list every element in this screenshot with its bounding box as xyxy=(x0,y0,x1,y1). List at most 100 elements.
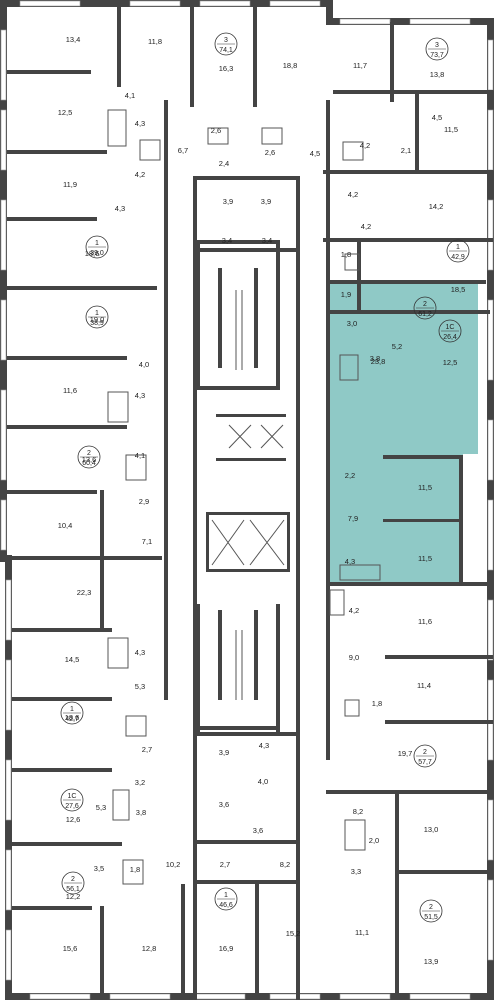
apartment-labels: 374,1373,7139,0142,9138,91С26,4261,2260,… xyxy=(60,32,470,923)
room-area-label: 13,9 xyxy=(424,957,439,966)
apartment-area: 39,0 xyxy=(90,250,104,257)
apartment-rooms: 1 xyxy=(224,892,228,899)
room-area-label: 3,6 xyxy=(253,826,263,835)
apartment-area: 26,4 xyxy=(443,334,457,341)
room-area-label: 11,6 xyxy=(418,617,432,626)
room-area-label: 15,6 xyxy=(63,944,78,953)
apartment-badge[interactable]: 142,7 xyxy=(60,701,84,725)
apartment-badge[interactable]: 251,5 xyxy=(419,899,443,923)
apartment-circle xyxy=(60,701,84,725)
apartment-circle xyxy=(413,744,437,768)
room-area-label: 5,3 xyxy=(135,682,145,691)
apartment-rooms: 2 xyxy=(71,876,75,883)
room-area-label: 3,6 xyxy=(219,800,229,809)
room-area-label: 13,8 xyxy=(430,70,445,79)
room-area-label: 16,3 xyxy=(219,64,234,73)
apartment-badge[interactable]: 256,1 xyxy=(61,871,85,895)
room-area-label: 11,7 xyxy=(353,61,367,70)
apartment-circle xyxy=(438,319,462,343)
apartment-rooms: 2 xyxy=(429,904,433,911)
room-area-label: 13,4 xyxy=(66,35,81,44)
apartment-circle xyxy=(214,887,238,911)
room-area-label: 12,5 xyxy=(443,358,458,367)
room-area-label: 1,8 xyxy=(130,865,140,874)
apartment-circle xyxy=(60,788,84,812)
room-area-label: 4,3 xyxy=(115,204,125,213)
apartment-area: 51,5 xyxy=(424,914,438,921)
room-area-label: 9,0 xyxy=(349,653,359,662)
room-area-label: 3,2 xyxy=(135,778,145,787)
room-area-label: 18,8 xyxy=(283,61,298,70)
apartment-circle xyxy=(425,37,449,61)
apartment-rooms: 2 xyxy=(423,749,427,756)
room-area-label: 4,3 xyxy=(135,119,145,128)
apartment-area: 74,1 xyxy=(219,47,233,54)
room-area-label: 12,6 xyxy=(66,815,81,824)
room-area-label: 11,9 xyxy=(63,180,77,189)
room-area-label: 7,9 xyxy=(348,514,358,523)
room-area-label: 18,6 xyxy=(65,713,80,722)
apartment-area: 60,4 xyxy=(82,460,96,467)
room-area-label: 3,8 xyxy=(136,808,146,817)
apartment-rooms: 3 xyxy=(435,42,439,49)
room-area-label: 10,2 xyxy=(166,860,181,869)
apartment-rooms: 3 xyxy=(224,37,228,44)
apartment-area: 42,7 xyxy=(65,716,79,723)
room-area-label: 4,5 xyxy=(432,113,442,122)
room-area-label: 10,4 xyxy=(58,521,73,530)
room-area-label: 4,2 xyxy=(135,170,145,179)
room-area-label: 4,3 xyxy=(135,648,145,657)
room-area-label: 3,3 xyxy=(351,867,361,876)
apartment-circle xyxy=(413,296,437,320)
room-area-label: 7,1 xyxy=(142,537,152,546)
room-area-label: 13,0 xyxy=(424,825,439,834)
apartment-badge[interactable]: 261,2 xyxy=(413,296,437,320)
room-area-label: 1,8 xyxy=(341,250,351,259)
room-area-label: 2,6 xyxy=(265,148,275,157)
room-area-label: 3,4 xyxy=(262,236,272,245)
apartment-badge[interactable]: 374,1 xyxy=(214,32,238,56)
room-area-label: 11,5 xyxy=(444,125,458,134)
apartment-badge[interactable]: 142,9 xyxy=(446,239,470,263)
fixtures xyxy=(107,109,381,885)
room-area-label: 3,9 xyxy=(261,197,271,206)
room-area-label: 3,4 xyxy=(222,236,232,245)
room-area-label: 2,1 xyxy=(401,146,411,155)
room-area-label: 3,9 xyxy=(219,748,229,757)
apartment-badge[interactable]: 373,7 xyxy=(425,37,449,61)
apartment-circle xyxy=(446,239,470,263)
apartment-badge[interactable]: 139,0 xyxy=(85,235,109,259)
room-area-label: 1,9 xyxy=(341,290,351,299)
apartment-circle xyxy=(61,871,85,895)
room-area-label: 2,9 xyxy=(139,497,149,506)
apartment-rooms: 1 xyxy=(95,240,99,247)
apartment-area: 61,2 xyxy=(418,311,432,318)
room-area-label: 5,2 xyxy=(392,342,402,351)
highlighted-apartment[interactable] xyxy=(330,284,478,582)
room-area-label: 19,7 xyxy=(398,749,413,758)
room-area-label: 2,6 xyxy=(211,126,221,135)
apartment-area: 73,7 xyxy=(430,52,444,59)
room-area-label: 2,4 xyxy=(219,159,229,168)
room-area-label: 14,5 xyxy=(65,655,80,664)
room-area-label: 4,0 xyxy=(139,360,149,369)
apartment-rooms: 1 xyxy=(456,244,460,251)
apartment-badge[interactable]: 260,4 xyxy=(77,445,101,469)
room-area-label: 2,2 xyxy=(345,471,355,480)
apartment-badge[interactable]: 257,7 xyxy=(413,744,437,768)
apartment-area: 46,6 xyxy=(219,902,233,909)
room-area-label: 22,3 xyxy=(77,588,92,597)
apartment-circle xyxy=(85,235,109,259)
room-area-label: 11,6 xyxy=(63,386,77,395)
apartment-circle xyxy=(85,305,109,329)
room-area-label: 12,2 xyxy=(66,892,81,901)
room-area-label: 2,7 xyxy=(142,745,152,754)
room-area-label: 11,4 xyxy=(417,681,431,690)
apartment-badge[interactable]: 138,9 xyxy=(85,305,109,329)
apartment-badge[interactable]: 146,6 xyxy=(214,887,238,911)
